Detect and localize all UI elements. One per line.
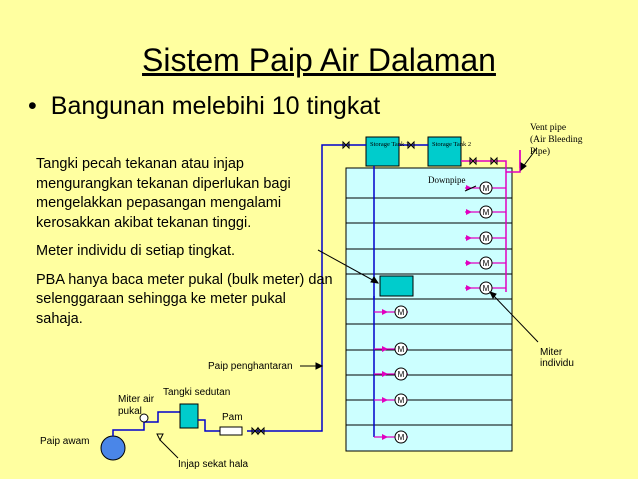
suction-pipe [198, 419, 220, 432]
miter-individu-label-2: individu [540, 358, 574, 369]
meter-symbol-7: M [398, 345, 405, 354]
miter-air-pukal-label-2: pukal [118, 406, 142, 417]
bullet-text: Bangunan melebihi 10 tingkat [50, 92, 381, 120]
vent-pipe-label-3: Pipe) [530, 147, 551, 157]
injap-sekat-hala-label: Injap sekat hala [178, 459, 249, 470]
meter-symbol-9: M [398, 396, 405, 405]
tangki-sedutan-label: Tangki sedutan [163, 387, 231, 398]
bulk-meter [139, 413, 149, 423]
meter-symbol-2: M [483, 208, 490, 217]
paip-penghantaran-label: Paip penghantaran [208, 361, 293, 372]
bullet-point: • Bangunan melebihi 10 tingkat [28, 92, 380, 121]
vent-pipe-label-2: (Air Bleeding [530, 135, 583, 145]
check-valve [156, 433, 164, 442]
meter-symbol-6: M [398, 308, 405, 317]
branch-arrows [382, 185, 472, 440]
meter-symbol-3: M [483, 234, 490, 243]
bullet-dot: • [28, 92, 37, 120]
meter-symbol-1: M [483, 184, 490, 193]
description-text: Tangki pecah tekanan atau injap menguran… [36, 155, 336, 338]
check-valve-pointer [159, 439, 179, 459]
miter-air-pukal-label-1: Miter air [118, 394, 155, 405]
meter-symbol-5: M [483, 284, 490, 293]
suction-tank [179, 403, 199, 429]
storage-tank-2-label: Storage Tank 2 [432, 141, 472, 148]
storage-tank-2 [427, 136, 462, 167]
pointer-arrows [300, 147, 539, 370]
meter-symbol-4: M [483, 259, 490, 268]
paip-awam-label: Paip awam [40, 436, 90, 447]
meter-symbol-8: M [398, 370, 405, 379]
public-pipe-main [100, 435, 126, 461]
pam-label: Pam [222, 412, 243, 423]
meter-symbol-10: M [398, 433, 405, 442]
vent-pipe-label-1: Vent pipe [530, 123, 567, 133]
miter-individu-label-1: Miter [540, 347, 563, 358]
break-pressure-tank [379, 275, 414, 297]
slide-title: Sistem Paip Air Dalaman [142, 42, 496, 78]
pump [219, 426, 243, 436]
description-paragraph-2: Meter individu di setiap tingkat. [36, 243, 236, 259]
meters-upper [394, 181, 493, 444]
storage-tank-1 [365, 136, 400, 167]
description-paragraph-1: Tangki pecah tekanan atau injap menguran… [36, 156, 291, 231]
storage-tank-1-label: Storage Tank 1 [370, 141, 410, 148]
valves [251, 140, 498, 436]
delivery-pipe [247, 144, 366, 432]
downpipe-label: Downpipe [428, 175, 466, 185]
description-paragraph-3: PBA hanya baca meter pukal (bulk meter) … [36, 271, 333, 327]
